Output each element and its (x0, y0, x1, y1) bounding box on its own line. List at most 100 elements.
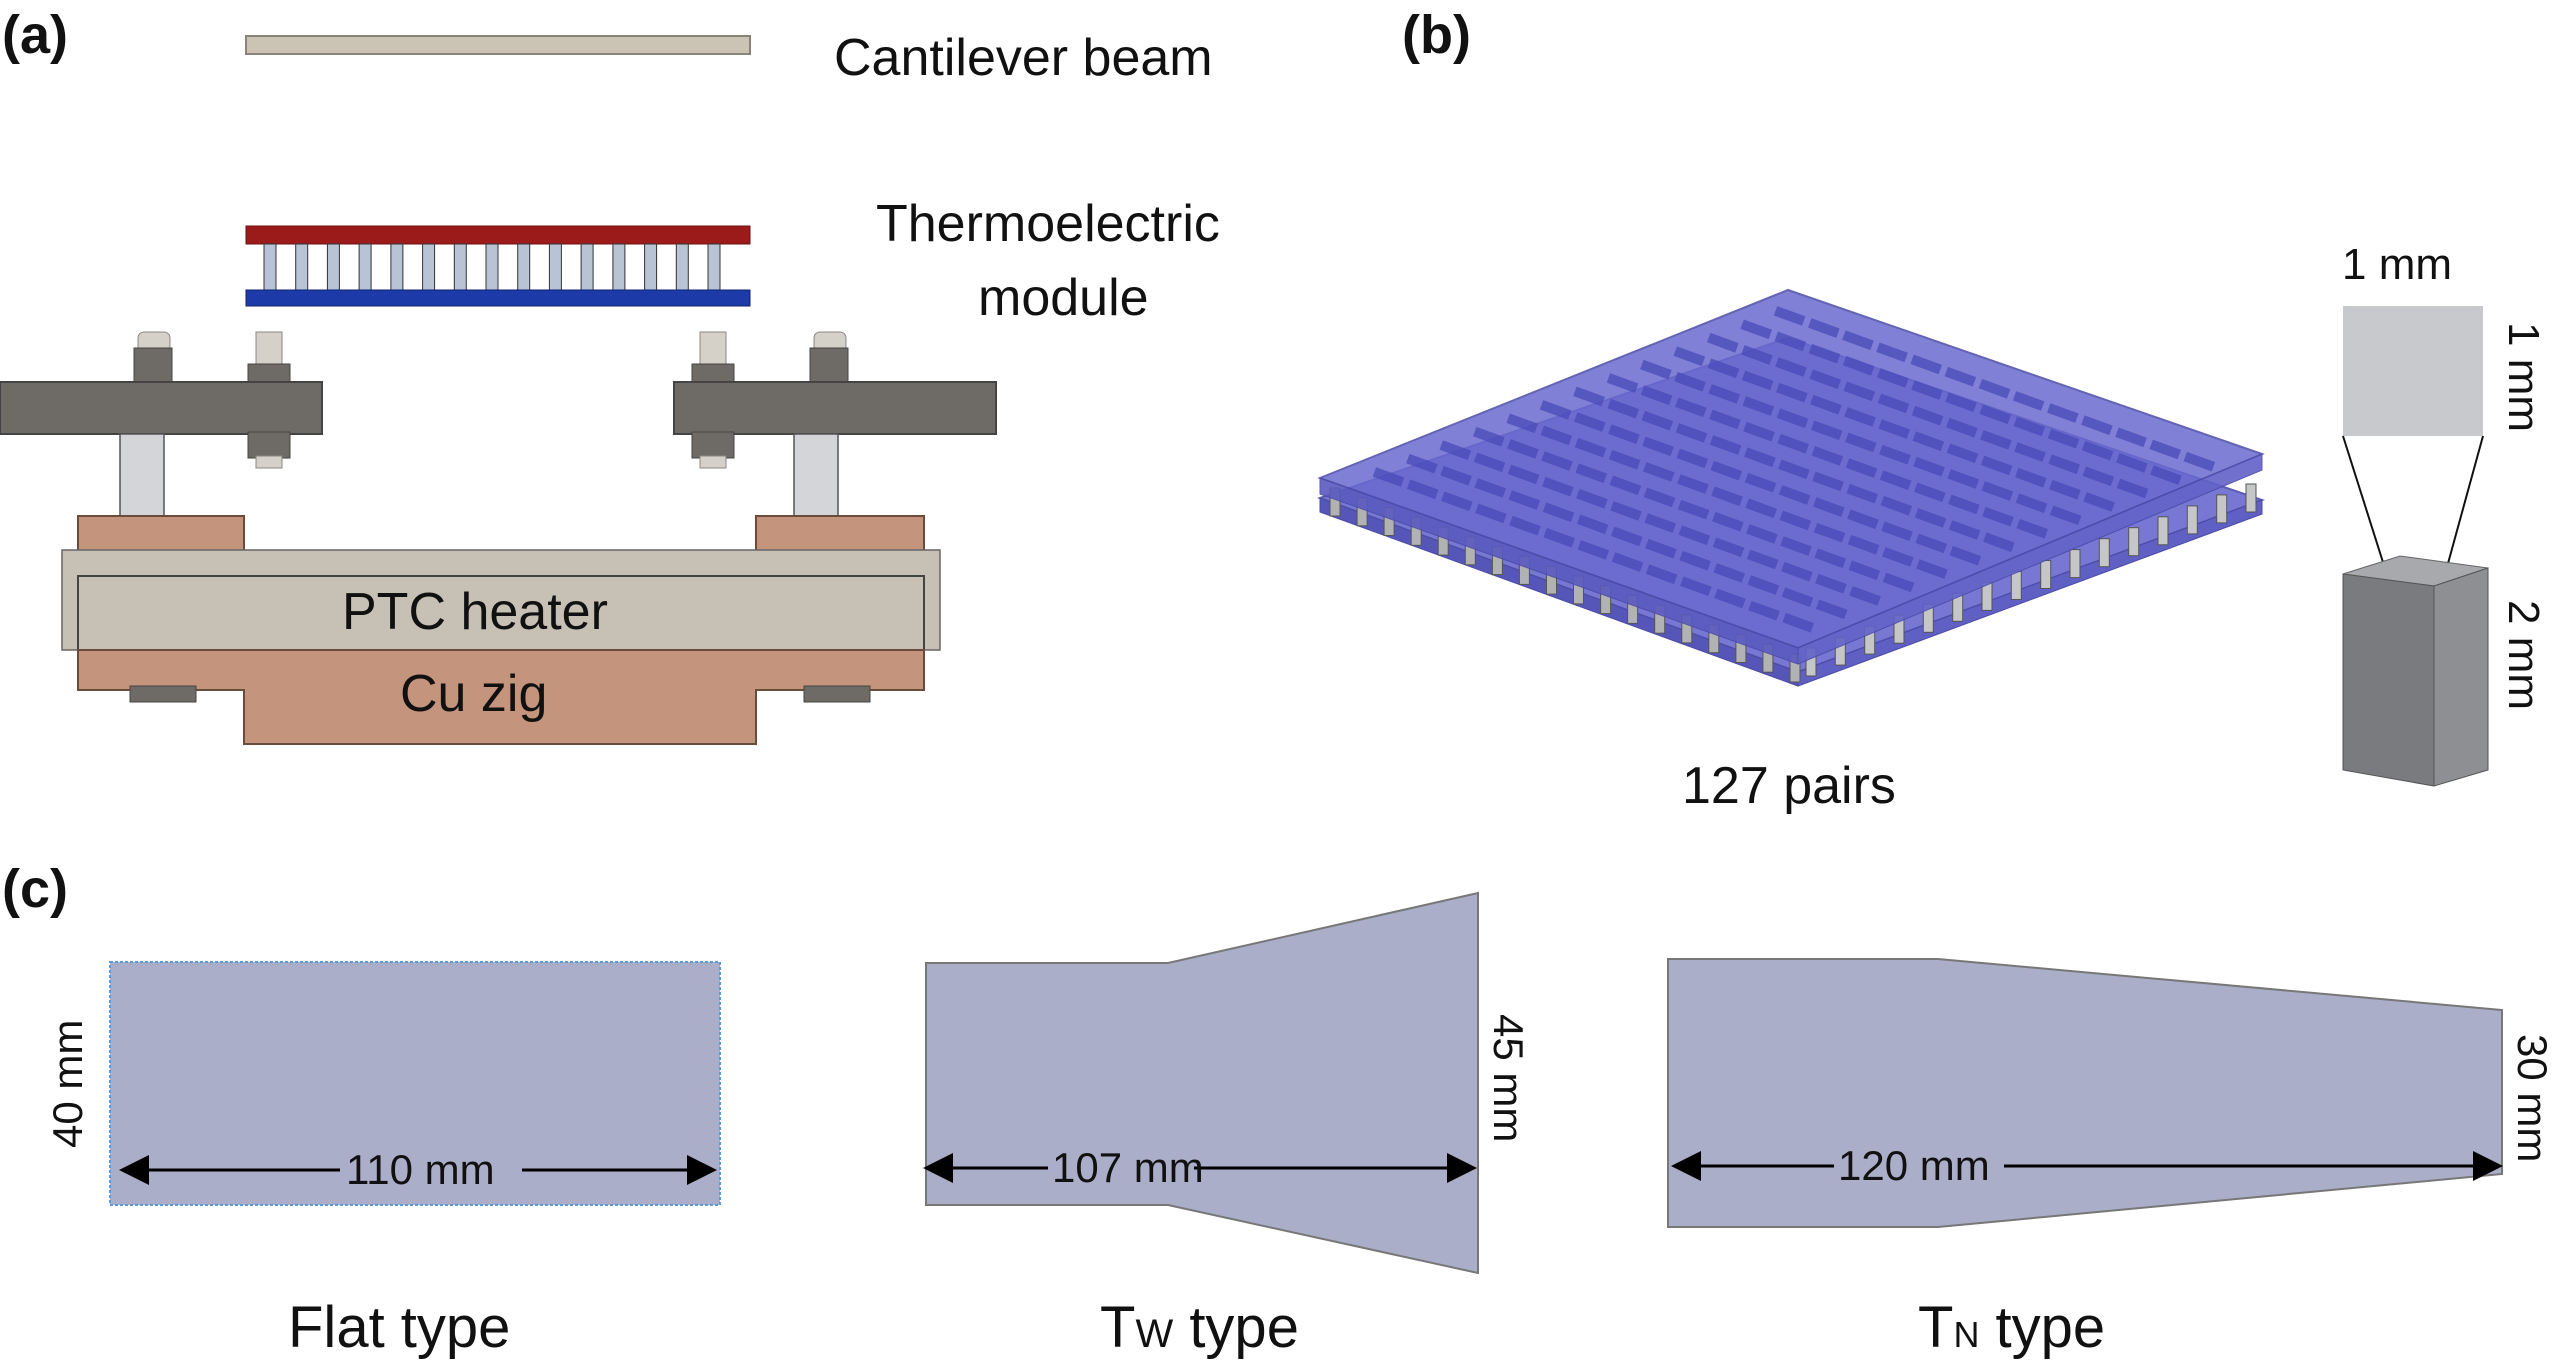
electrode-pad (1810, 420, 1843, 441)
right-screw-tip (699, 455, 727, 469)
electrode-pad (2049, 505, 2082, 526)
left-clamp-bar (0, 381, 323, 435)
module-electrode-pads (1372, 306, 2216, 633)
electrode-pad (1748, 600, 1780, 621)
cu-zig-label: Cu zig (400, 665, 548, 723)
electrode-pad (1574, 412, 1606, 432)
flat-type-title: Flat type (288, 1295, 511, 1360)
electrode-pad (1712, 511, 1744, 532)
electrode-pad (1914, 508, 1947, 528)
electrode-pad (1608, 424, 1640, 445)
electrode-pad (1945, 392, 1977, 413)
electrode-pad (1778, 459, 1810, 480)
electrode-pad (1948, 520, 1981, 540)
tw-title-rest: type (1173, 1295, 1299, 1360)
left-clamp (0, 331, 323, 517)
electrode-pad (1742, 396, 1775, 416)
electrode-pad (1813, 497, 1845, 517)
electrode-pad (2116, 478, 2149, 499)
electrode-pad (1981, 481, 2014, 501)
electrode-pad (1844, 407, 1876, 427)
leg-width-label: 1 mm (2342, 240, 2452, 289)
electrode-pad (1983, 532, 2015, 553)
electrode-pad (1677, 474, 1709, 494)
tn-type-shape (1667, 958, 2503, 1228)
electrode-pad (1507, 464, 1540, 485)
electrode-pad (1372, 467, 1405, 487)
electrode-pad (1709, 435, 1742, 455)
electrode-pad (1882, 547, 1914, 567)
electrode-pad (1774, 331, 1807, 352)
electrode-pad (1842, 355, 1875, 376)
tn-type-title: TN type (1918, 1294, 2105, 1361)
electrode-pad (1842, 330, 1874, 351)
electrode-pad (2183, 451, 2216, 472)
electrode-pad (1745, 498, 1778, 519)
left-screw-tip (255, 455, 283, 469)
leg-top-face-zoom (2343, 306, 2483, 436)
electrode-pad (1781, 587, 1814, 608)
flat-length-label: 110 mm (340, 1146, 501, 1194)
electrode-pad (1911, 380, 1943, 400)
electrode-pad (1644, 513, 1677, 533)
tw-width-label: 45 mm (1485, 1014, 1532, 1143)
module-leg (2245, 483, 2257, 513)
electrode-pad (1713, 563, 1746, 583)
tw-title-sub: W (1135, 1312, 1174, 1356)
electrode-pad (1674, 371, 1706, 392)
electrode-pad (1576, 514, 1609, 535)
electrode-pad (1947, 469, 1980, 489)
electrode-pad (1813, 522, 1846, 543)
electrode-pad (1710, 460, 1743, 481)
electrode-pad (1743, 421, 1775, 442)
electrode-pad (2048, 454, 2081, 475)
electrode-pad (1406, 453, 1438, 474)
thermoelectric-module (245, 225, 751, 307)
ptc-heater-label: PTC heater (342, 583, 608, 641)
electrode-pad (1911, 405, 1944, 426)
electrode-pad (1640, 359, 1672, 380)
electrode-pad (1474, 478, 1507, 498)
tw-type-title: TW type (1100, 1294, 1299, 1361)
electrode-pad (1910, 354, 1943, 375)
panel-label-a: (a) (2, 5, 68, 65)
te-module-label-line2: module (978, 269, 1149, 327)
tn-title-rest: type (1979, 1295, 2106, 1360)
electrode-pad (1876, 342, 1908, 363)
electrode-pad (1741, 370, 1774, 391)
electrode-pad (1542, 476, 1574, 497)
electrode-pad (1608, 449, 1641, 470)
electrode-pad (1542, 502, 1575, 523)
electrode-pad (1880, 495, 1913, 516)
tn-width-label: 30 mm (2509, 1034, 2556, 1163)
electrode-pad (2150, 465, 2182, 485)
leg-side-face (2433, 567, 2489, 787)
module-leg (2157, 516, 2169, 546)
electrode-pad (1679, 550, 1711, 571)
electrode-pad (1575, 463, 1608, 484)
single-leg-illustration (2342, 306, 2489, 787)
electrode-pad (2047, 403, 2079, 423)
electrode-pad (1809, 369, 1842, 390)
electrode-pad (1541, 451, 1573, 471)
panel-label-c: (c) (2, 859, 68, 919)
electrode-pad (1640, 385, 1673, 406)
electrode-pad (1708, 384, 1741, 404)
electrode-pad (1808, 343, 1841, 364)
right-screw-lower-nut (691, 431, 735, 459)
electrode-pad (1673, 346, 1706, 367)
electrode-pad (1711, 486, 1743, 507)
cantilever-beam (245, 35, 751, 55)
right-spacer (793, 433, 839, 517)
electrode-pad (1949, 545, 1982, 566)
electrode-pad (1847, 509, 1879, 530)
electrode-pad (1508, 490, 1541, 510)
electrode-pad (1915, 533, 1948, 554)
electrode-pad (1707, 332, 1739, 353)
leader-line-left (2342, 435, 2389, 579)
module-leg (2186, 505, 2198, 535)
electrode-pad (1439, 440, 1472, 461)
tw-type-shape (925, 891, 1479, 1275)
electrode-pad (1846, 483, 1879, 504)
